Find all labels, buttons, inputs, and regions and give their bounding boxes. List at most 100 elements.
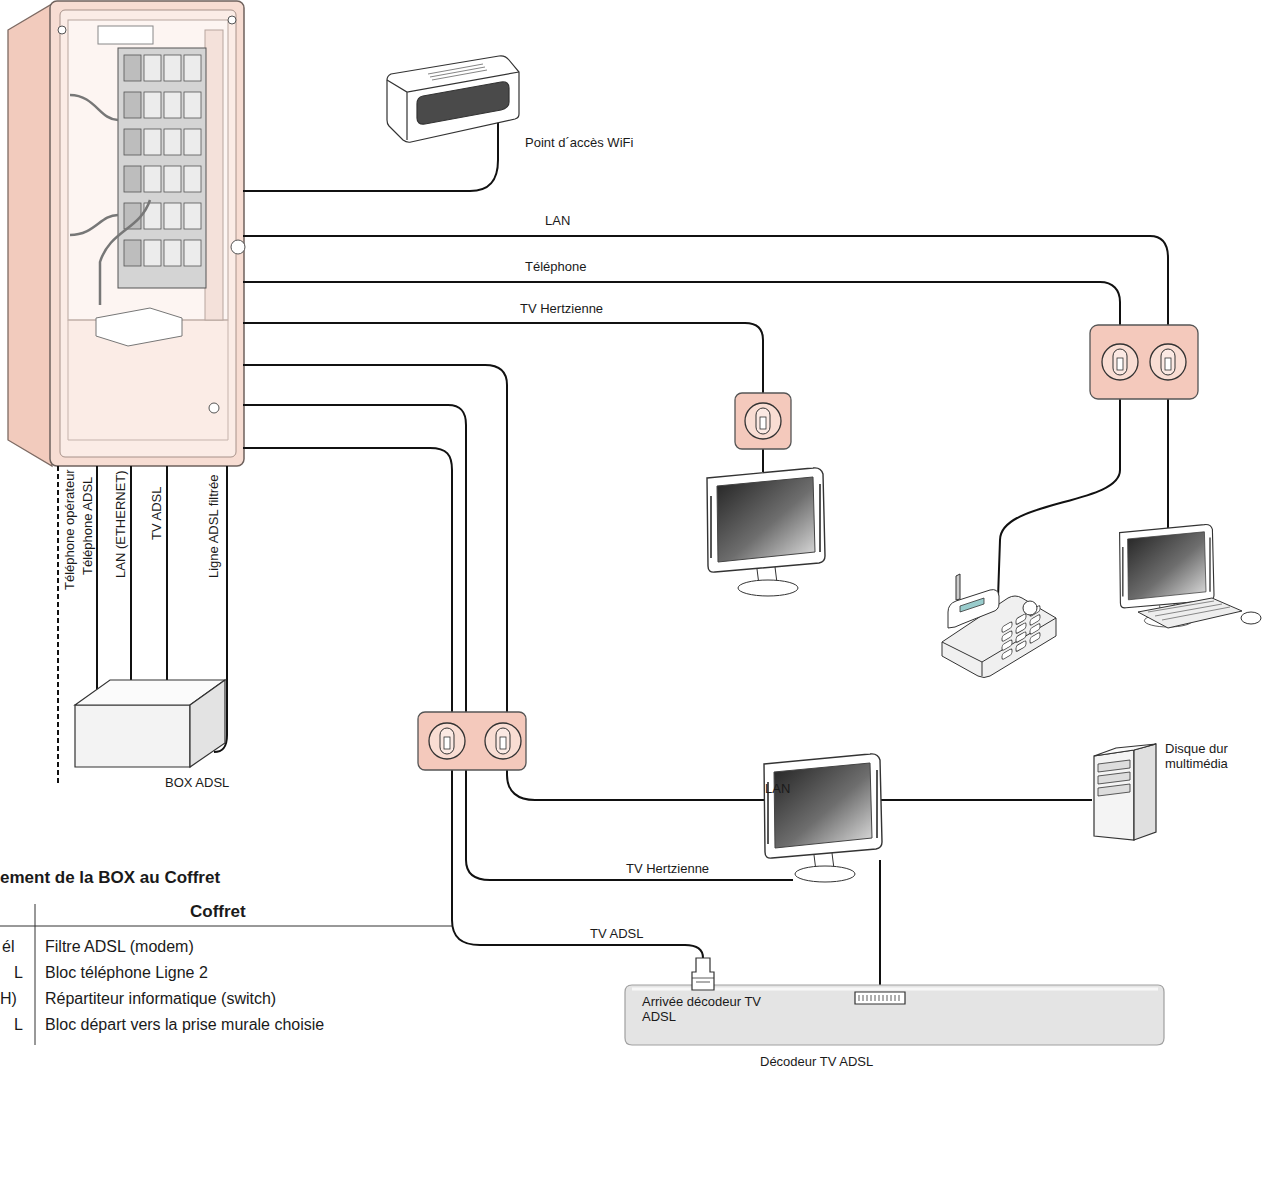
phone-display <box>960 598 984 612</box>
table-cell: L <box>14 964 23 982</box>
table-cell: Bloc départ vers la prise murale choisie <box>45 1016 324 1034</box>
module-row <box>124 203 201 229</box>
cabinet-side <box>8 4 52 466</box>
cabinet-screw <box>228 16 236 24</box>
wire-label: TV Hertzienne <box>626 862 709 877</box>
multimedia-drive-outline <box>1090 740 1160 845</box>
module-row <box>124 55 201 81</box>
device-edge <box>387 72 519 140</box>
table-cell: Bloc téléphone Ligne 2 <box>45 964 208 982</box>
box-wire <box>97 466 167 692</box>
outlet-plate <box>418 712 526 770</box>
cabinet-door <box>60 10 236 457</box>
decoder-body <box>625 985 1164 1045</box>
table-header-cell: Coffret <box>190 902 246 922</box>
wire-label: Ligne ADSL filtrée <box>207 474 222 578</box>
socket <box>1150 344 1186 380</box>
box-front <box>75 705 190 767</box>
tv-wire <box>243 323 763 472</box>
lan-wire <box>243 365 1092 800</box>
outlet-plate <box>1090 325 1198 399</box>
socket <box>1102 344 1138 380</box>
tv-set <box>764 754 882 882</box>
outlet-plate <box>735 393 791 449</box>
operator-line <box>57 466 59 785</box>
wire-label: LAN <box>765 782 790 797</box>
table-cell: él <box>2 938 14 956</box>
adsl-plug <box>692 958 714 990</box>
tower-bays <box>1098 760 1130 796</box>
wire-label: LAN <box>545 214 570 229</box>
module-rack <box>118 48 206 288</box>
double-outlet <box>1090 325 1198 399</box>
cabinet-power-block <box>98 26 153 44</box>
tower-front <box>1094 750 1134 840</box>
tv-wire <box>243 405 793 880</box>
cabinet-modem <box>96 308 182 346</box>
device-label: Décodeur TV ADSL <box>760 1055 873 1070</box>
wires <box>58 122 1168 993</box>
wifi-access-point: Point d´accès WiFi <box>383 52 523 147</box>
table-heading: ement de la BOX au Coffret <box>0 868 220 888</box>
decoder-input-label: Arrivée décodeur TV ADSL <box>642 995 762 1025</box>
network-cabinet <box>8 1 245 466</box>
tv-adsl-wire <box>243 448 703 958</box>
scart-cable <box>879 860 881 993</box>
cabinet-screw <box>58 26 66 34</box>
phone-handset <box>948 590 999 628</box>
wire-label: Téléphone <box>525 260 586 275</box>
cabinet-hinge <box>209 403 219 413</box>
wifi-access-point-outline <box>383 52 523 147</box>
wire-label: LAN (ETHERNET) <box>114 470 129 578</box>
cabinet-compartment <box>68 20 228 320</box>
adsl-box-outline <box>72 675 232 775</box>
tv-decoder: Arrivée décodeur TV ADSL Décodeur TV ADSL <box>622 950 1167 1075</box>
socket <box>429 723 465 759</box>
device-plate <box>387 56 519 142</box>
table-cell: Filtre ADSL (modem) <box>45 938 194 956</box>
device-label: Disque dur multimédia <box>1165 742 1245 772</box>
double-outlet <box>418 712 526 770</box>
phone-key <box>1002 648 1012 660</box>
phone-key <box>1016 640 1026 652</box>
phone-dial <box>1023 601 1037 615</box>
mouse <box>1241 612 1261 624</box>
phone-edge <box>942 618 1056 676</box>
multimedia-drive: Disque dur multimédia <box>1090 740 1160 845</box>
keyboard-keys <box>1148 601 1230 620</box>
adsl-box: BOX ADSL <box>72 675 232 775</box>
wire-label: Téléphone ADSL <box>81 477 96 575</box>
device-screen <box>417 82 509 124</box>
device-label: Point d´accès WiFi <box>525 136 633 151</box>
telephone <box>942 574 1056 678</box>
adsl-plug-detail <box>692 978 714 982</box>
scart-socket <box>855 992 905 1004</box>
cabinet-front <box>50 1 244 466</box>
cabinet-cable <box>70 95 150 305</box>
device-label: BOX ADSL <box>165 776 229 791</box>
cabinet-hinge <box>231 240 245 254</box>
module-row <box>124 240 201 266</box>
socket <box>745 403 781 439</box>
wire-label: Téléphone opérateur <box>63 469 78 590</box>
single-outlet <box>735 393 791 449</box>
table-cell: H) <box>0 990 17 1008</box>
wire-label: TV ADSL <box>150 487 165 540</box>
device-grille <box>428 64 487 80</box>
tv-decoder-outline <box>622 950 1167 1075</box>
wire-label: TV Hertzienne <box>520 302 603 317</box>
box-side <box>190 680 225 767</box>
tower-top <box>1094 744 1156 756</box>
tv-set <box>707 468 825 596</box>
lan-wire <box>243 236 1168 528</box>
phone-key <box>1030 632 1040 644</box>
module-row <box>124 92 201 118</box>
phone-antenna <box>956 574 960 600</box>
keyboard <box>1138 598 1242 628</box>
wire-label: TV ADSL <box>590 927 643 942</box>
socket <box>485 723 521 759</box>
cabinet-door-edge <box>205 30 223 320</box>
table-cell: L <box>14 1016 23 1034</box>
table-rule <box>0 904 452 1045</box>
